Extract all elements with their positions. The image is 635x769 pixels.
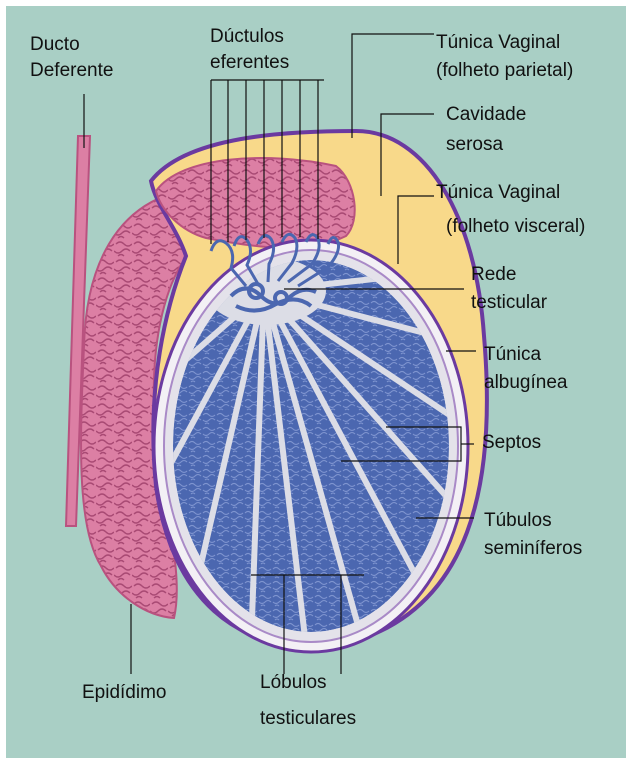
rede-label-2: testicular bbox=[471, 290, 547, 316]
ductulos-label-1: Dúctulos bbox=[210, 24, 284, 50]
tubulos-label-2: seminíferos bbox=[484, 536, 582, 562]
ductulos-label-2: eferentes bbox=[210, 50, 289, 76]
septos-label: Septos bbox=[482, 430, 541, 456]
epididimo-label: Epidídimo bbox=[82, 680, 167, 706]
cavidade-label-2: serosa bbox=[446, 132, 503, 158]
tubulos-label-1: Túbulos bbox=[484, 508, 552, 534]
rede-label-1: Rede bbox=[471, 262, 516, 288]
ducto-deferente-label-1: Ducto bbox=[30, 32, 80, 58]
albuginea-label-1: Túnica bbox=[484, 342, 541, 368]
tv-parietal-label-2: (folheto parietal) bbox=[436, 58, 573, 84]
tv-visceral-label-1: Túnica Vaginal bbox=[436, 180, 560, 206]
tv-visceral-label-2: (folheto visceral) bbox=[446, 214, 585, 240]
diagram-frame: Ducto Deferente Dúctulos eferentes Túnic… bbox=[6, 6, 626, 758]
tv-parietal-label-1: Túnica Vaginal bbox=[436, 30, 560, 56]
albuginea-label-2: albugínea bbox=[484, 370, 567, 396]
ducto-deferente-label-2: Deferente bbox=[30, 58, 113, 84]
lobulos-label-1: Lóbulos bbox=[260, 670, 327, 696]
cavidade-label-1: Cavidade bbox=[446, 102, 526, 128]
lobulos-label-2: testiculares bbox=[260, 706, 356, 732]
